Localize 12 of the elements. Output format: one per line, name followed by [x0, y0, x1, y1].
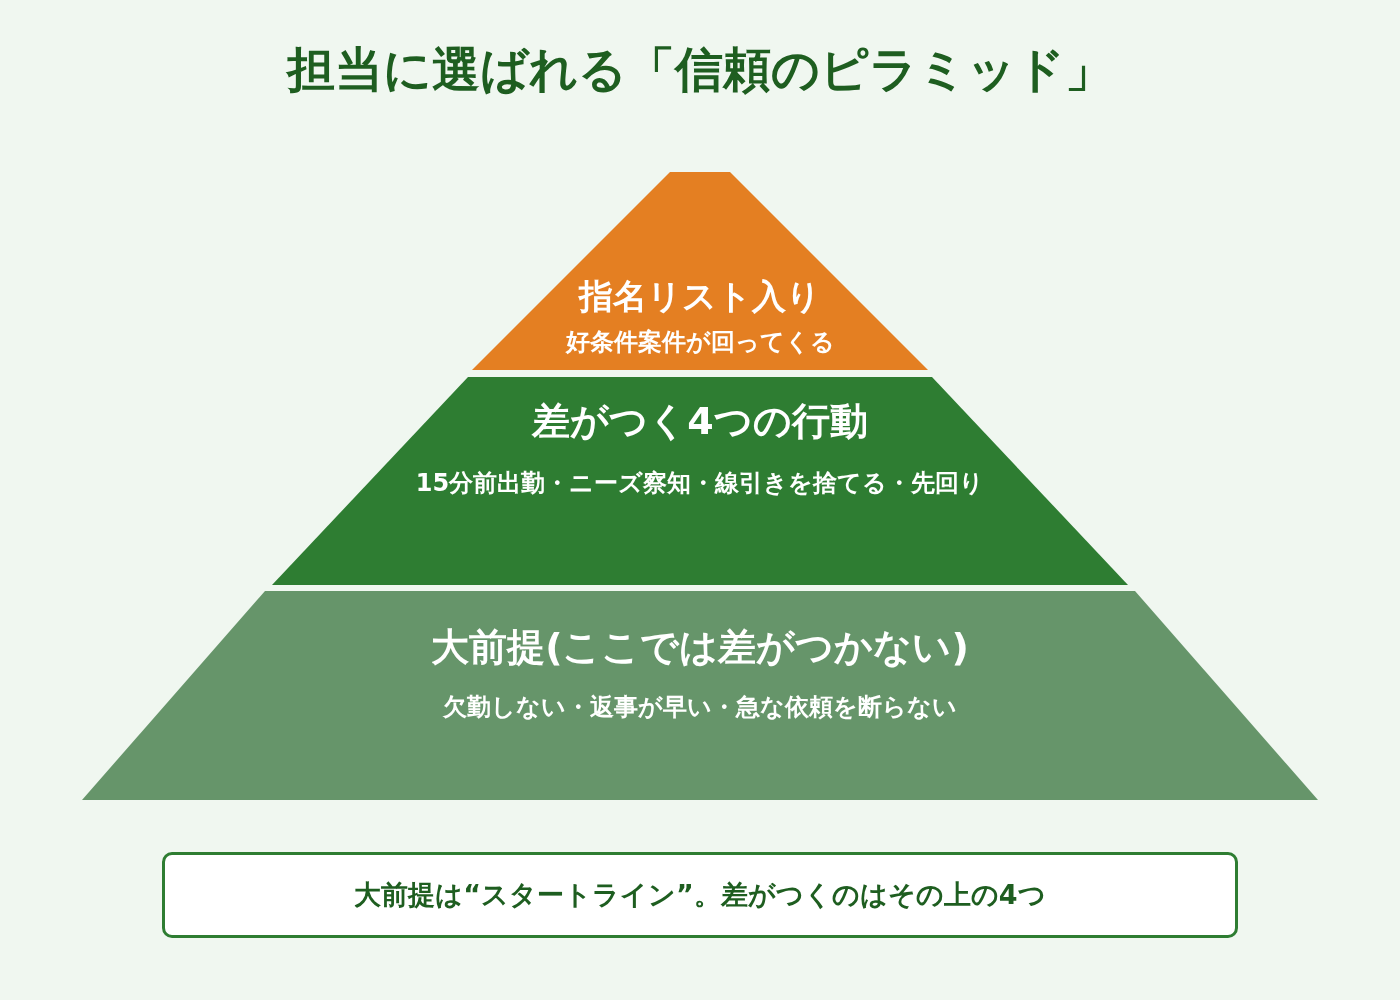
summary-box	[162, 852, 1238, 938]
tier-heading: 指名リスト入り	[577, 274, 822, 318]
summary-text: 大前提は“スタートライン”。差がつくのはその上の4つ	[354, 878, 1046, 912]
pyramid-tier	[82, 591, 1318, 800]
diagram-title: 担当に選ばれる「信頼のピラミッド」	[285, 40, 1114, 99]
pyramid-tier	[472, 172, 928, 370]
tier-description: 欠勤しない・返事が早い・急な依頼を断らない	[442, 692, 958, 724]
pyramid-tier	[272, 377, 1128, 585]
tier-description: 15分前出勤・ニーズ察知・線引きを捨てる・先回り	[414, 468, 986, 500]
tier-heading: 大前提(ここでは差がつかない)	[430, 624, 970, 672]
tier-description: 好条件案件が回ってくる	[564, 327, 836, 359]
tier-heading: 差がつく4つの行動	[530, 398, 869, 446]
